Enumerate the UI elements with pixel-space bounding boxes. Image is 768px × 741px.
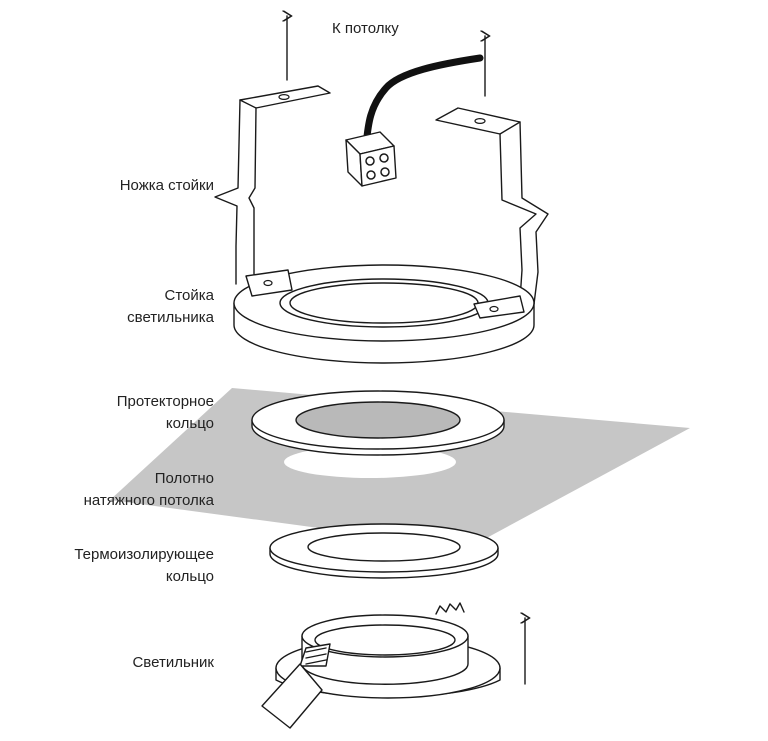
label-luminaire: Светильник <box>132 654 214 671</box>
power-cable <box>362 54 484 150</box>
label-to-ceiling: К потолку <box>332 20 399 37</box>
label-ceiling-film-line2: натяжного потолка <box>84 492 215 509</box>
protector-ring <box>251 390 505 456</box>
terminal-block <box>345 131 397 187</box>
luminaire-mount-ring <box>233 264 535 364</box>
label-ceiling-film-line1: Полотно <box>155 470 214 487</box>
label-thermal-ring-line2: кольцо <box>166 568 214 585</box>
label-bracket-leg: Ножка стойки <box>120 177 214 194</box>
protector-ring-inner <box>295 401 461 439</box>
label-thermal-ring-line1: Термоизолирующее <box>74 546 214 563</box>
luminaire-fixture <box>261 602 501 729</box>
mounting-bracket <box>214 85 549 305</box>
thermal-ring <box>269 523 499 579</box>
label-protector-ring-line2: кольцо <box>166 415 214 432</box>
label-luminaire-mount-line1: Стойка <box>165 287 215 304</box>
label-protector-ring-line1: Протекторное <box>117 393 214 410</box>
label-luminaire-mount-line2: светильника <box>127 309 215 326</box>
